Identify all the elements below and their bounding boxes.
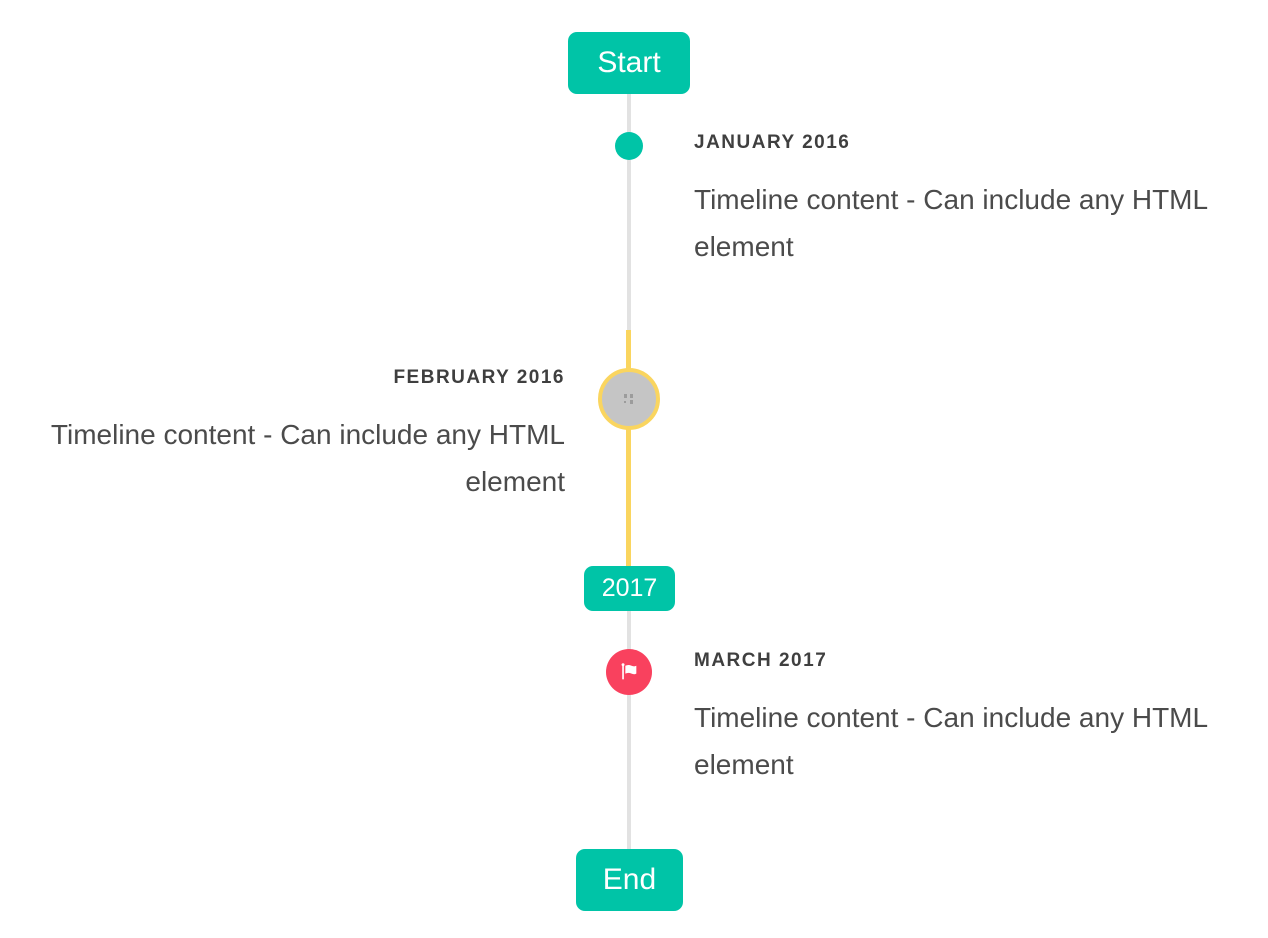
marker-dot-january: [615, 132, 643, 160]
broken-image-icon: [622, 393, 636, 405]
item-body-january: Timeline content - Can include any HTML …: [694, 184, 1208, 262]
marker-circle-february: [598, 368, 660, 430]
timeline-line-highlight: [626, 330, 631, 566]
timeline-item-january: JANUARY 2016 Timeline content - Can incl…: [694, 133, 1224, 270]
year-badge: 2017: [584, 566, 675, 611]
item-body-march: Timeline content - Can include any HTML …: [694, 702, 1208, 780]
item-title-january: JANUARY 2016: [694, 132, 851, 153]
start-badge-label: Start: [597, 46, 661, 79]
timeline-item-february: FEBRUARY 2016 Timeline content - Can inc…: [35, 368, 565, 505]
item-title-march: MARCH 2017: [694, 650, 828, 671]
item-body-february: Timeline content - Can include any HTML …: [50, 419, 565, 497]
flag-icon: [618, 661, 640, 683]
year-badge-label: 2017: [601, 574, 658, 602]
end-badge-label: End: [602, 863, 657, 896]
timeline-item-march: MARCH 2017 Timeline content - Can includ…: [694, 651, 1224, 788]
start-badge: Start: [568, 32, 690, 94]
end-badge: End: [576, 849, 683, 911]
item-title-february: FEBRUARY 2016: [393, 367, 565, 388]
marker-circle-march: [606, 649, 652, 695]
